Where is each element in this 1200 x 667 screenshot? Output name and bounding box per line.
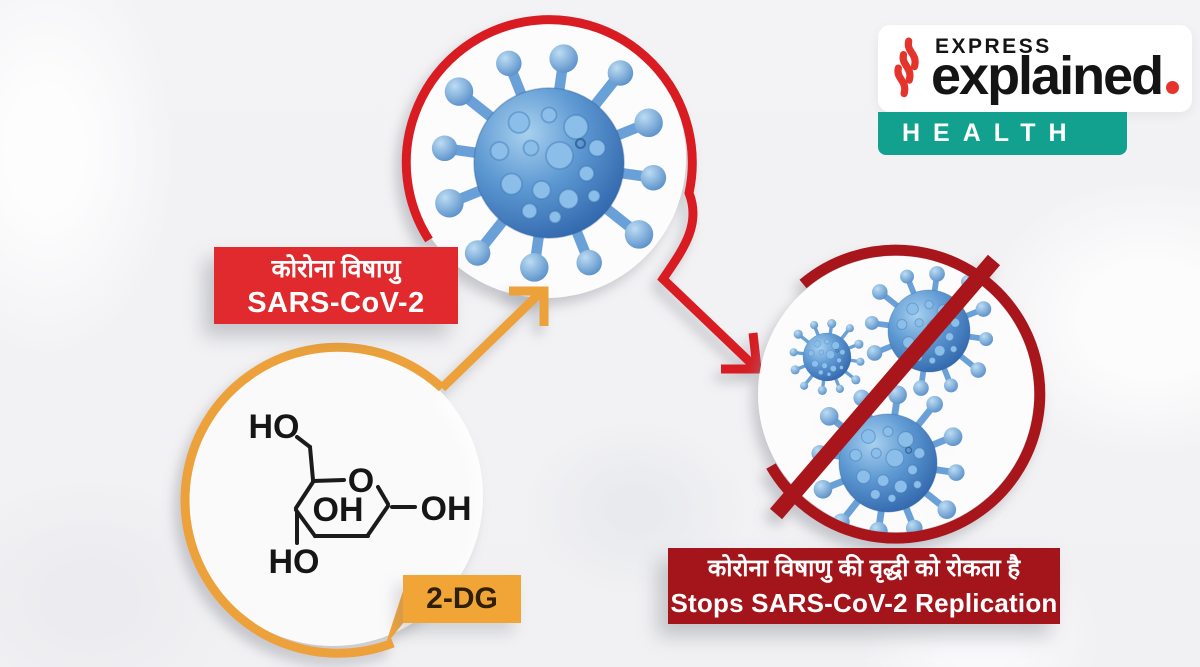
drug-circle-outline xyxy=(180,342,446,658)
brand-express: EXPRESS xyxy=(935,35,1052,58)
express-flame-icon xyxy=(894,37,919,98)
result-label-box: कोरोना विषाणु की वृद्धी को रोकता है Stop… xyxy=(668,548,1060,624)
virus-label-box: कोरोना विषाणु SARS-CoV-2 xyxy=(214,247,458,324)
inhibition-circle-outline xyxy=(766,244,1046,544)
atom-label-oh-inner: OH xyxy=(313,491,364,529)
atom-label-ho-top: HO xyxy=(249,408,300,446)
brand-dot xyxy=(1166,81,1180,94)
prohibition-slash-icon xyxy=(769,254,1001,520)
inhibition-stage xyxy=(758,244,1046,544)
molecule-atom-labels: HO O OH OH HO xyxy=(249,408,472,581)
drug-stage xyxy=(180,286,549,658)
virus-circle-outline-and-arrow xyxy=(401,15,758,370)
drug-label: 2-DG xyxy=(426,582,498,615)
arrow-down-right-icon xyxy=(721,332,763,374)
drug-label-box: 2-DG xyxy=(403,575,521,623)
atom-label-ring-oxygen: O xyxy=(348,462,374,500)
express-explained-logo: EXPRESS explained xyxy=(878,25,1192,112)
drug-circle-background xyxy=(183,346,483,646)
molecule-2dg-structure xyxy=(294,435,417,545)
result-label-hindi: कोरोना विषाणु की वृद्धी को रोकता है xyxy=(707,555,1021,582)
drug-label-tail xyxy=(385,588,404,646)
brand-explained: explained xyxy=(931,49,1180,103)
atom-label-ho-bottom: HO xyxy=(269,543,320,581)
brand-explained-text: explained xyxy=(931,46,1164,106)
result-label-english: Stops SARS-CoV-2 Replication xyxy=(670,588,1058,618)
arrow-up-right-icon xyxy=(509,286,549,326)
arrow-shaft-2dg-to-virus xyxy=(438,287,546,392)
virus-label-english: SARS-CoV-2 xyxy=(247,286,425,319)
virus-label-hindi: कोरोना विषाणु xyxy=(271,254,401,283)
atom-label-oh-right: OH xyxy=(421,490,472,528)
section-banner-health: HEALTH xyxy=(878,112,1127,155)
